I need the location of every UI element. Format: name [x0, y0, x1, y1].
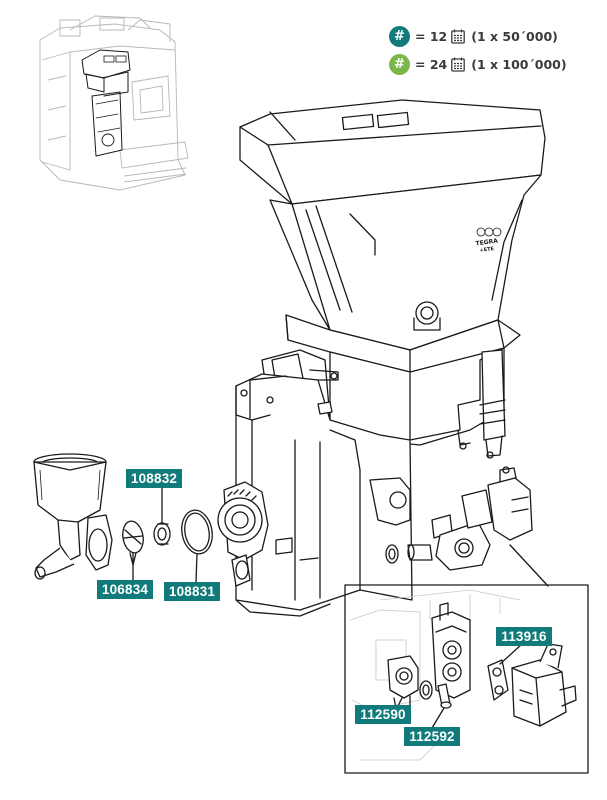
hopper-logo-line1: TEGRA — [475, 237, 498, 247]
interval-badge-24: # — [389, 53, 410, 75]
grinder-unit — [217, 347, 506, 617]
part-label-112590[interactable]: 112590 — [355, 705, 411, 724]
bean-hopper — [239, 99, 546, 373]
interval-badge-12: # — [389, 25, 410, 47]
legend-cycles: (1 x 100´000) — [471, 56, 567, 72]
legend-count: = 12 — [415, 28, 448, 44]
legend-cycles: (1 x 50´000) — [471, 28, 558, 44]
coffee-doser-funnel — [33, 453, 113, 580]
machine-overview-thumbnail — [39, 15, 189, 191]
leader-lines — [132, 487, 523, 729]
part-label-108831[interactable]: 108831 — [164, 582, 220, 601]
legend-count: = 24 — [415, 56, 448, 72]
calendar-icon — [451, 57, 466, 72]
exploded-small-parts — [122, 509, 213, 566]
part-label-112592[interactable]: 112592 — [404, 727, 460, 746]
part-label-108832[interactable]: 108832 — [126, 469, 182, 488]
calendar-icon — [451, 29, 466, 44]
hopper-logo-line2: +ETE — [479, 246, 495, 254]
part-label-113916[interactable]: 113916 — [496, 627, 552, 646]
part-label-106834[interactable]: 106834 — [97, 580, 153, 599]
detail-inset — [344, 584, 589, 774]
legend-row-24: # = 24 (1 x 100´000) — [389, 51, 567, 77]
valve-assembly-main — [369, 466, 549, 587]
legend-row-12: # = 12 (1 x 50´000) — [389, 23, 558, 49]
